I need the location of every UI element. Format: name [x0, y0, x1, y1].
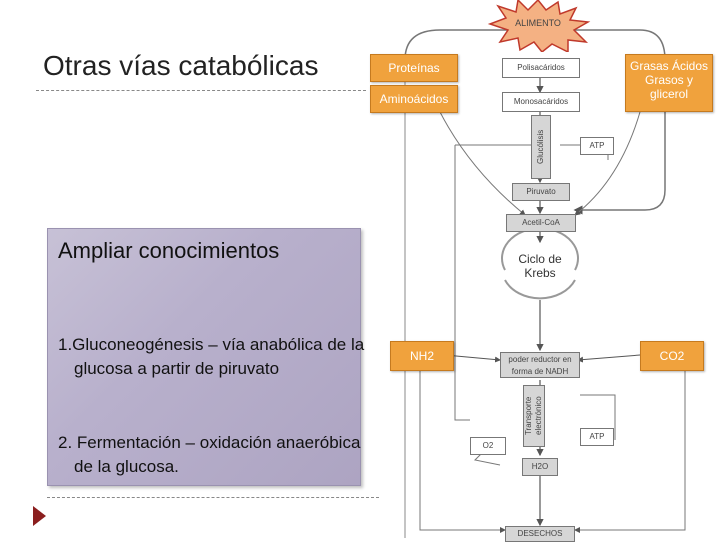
aminoacidos-box: Aminoácidos	[370, 85, 458, 113]
info-heading: Ampliar conocimientos	[58, 238, 280, 263]
alimento-starburst-icon	[487, 0, 591, 52]
krebs-cycle-label: Ciclo de Krebs	[518, 252, 562, 280]
bottom-divider	[47, 497, 379, 498]
info-item-fermentacion: 2. Fermentación – oxidación anaeróbica d…	[58, 433, 361, 476]
piruvato-box: Piruvato	[512, 183, 570, 201]
acetil-coa-box: Acetil-CoA	[506, 214, 576, 232]
atp-box-top: ATP	[580, 137, 614, 155]
proteinas-box: Proteínas	[370, 54, 458, 82]
slide-title: Otras vías catabólicas	[43, 50, 319, 81]
alimento-label: ALIMENTO	[515, 18, 561, 28]
monosacaridos-box: Monosacáridos	[502, 92, 580, 112]
polisacaridos-box: Polisacáridos	[502, 58, 580, 78]
co2-box: CO2	[640, 341, 704, 371]
info-item-gluconeogenesis: 1.Gluconeogénesis – vía anabólica de la …	[58, 335, 365, 378]
info-box: Ampliar conocimientos 1.Gluconeogénesis …	[47, 228, 364, 486]
o2-box: O2	[470, 437, 506, 455]
glucolisis-box: Glucólisis	[531, 115, 551, 179]
next-slide-arrow-icon[interactable]	[33, 506, 46, 526]
nh2-box: NH2	[390, 341, 454, 371]
poder-reductor-box: poder reductor en forma de NADH	[500, 352, 580, 378]
title-divider	[36, 90, 366, 91]
grasas-box: Grasas Ácidos Grasos y glicerol	[625, 54, 713, 112]
transporte-electronico-box: Transporte electrónico	[523, 385, 545, 447]
atp-box-bottom: ATP	[580, 428, 614, 446]
h2o-box: H2O	[522, 458, 558, 476]
